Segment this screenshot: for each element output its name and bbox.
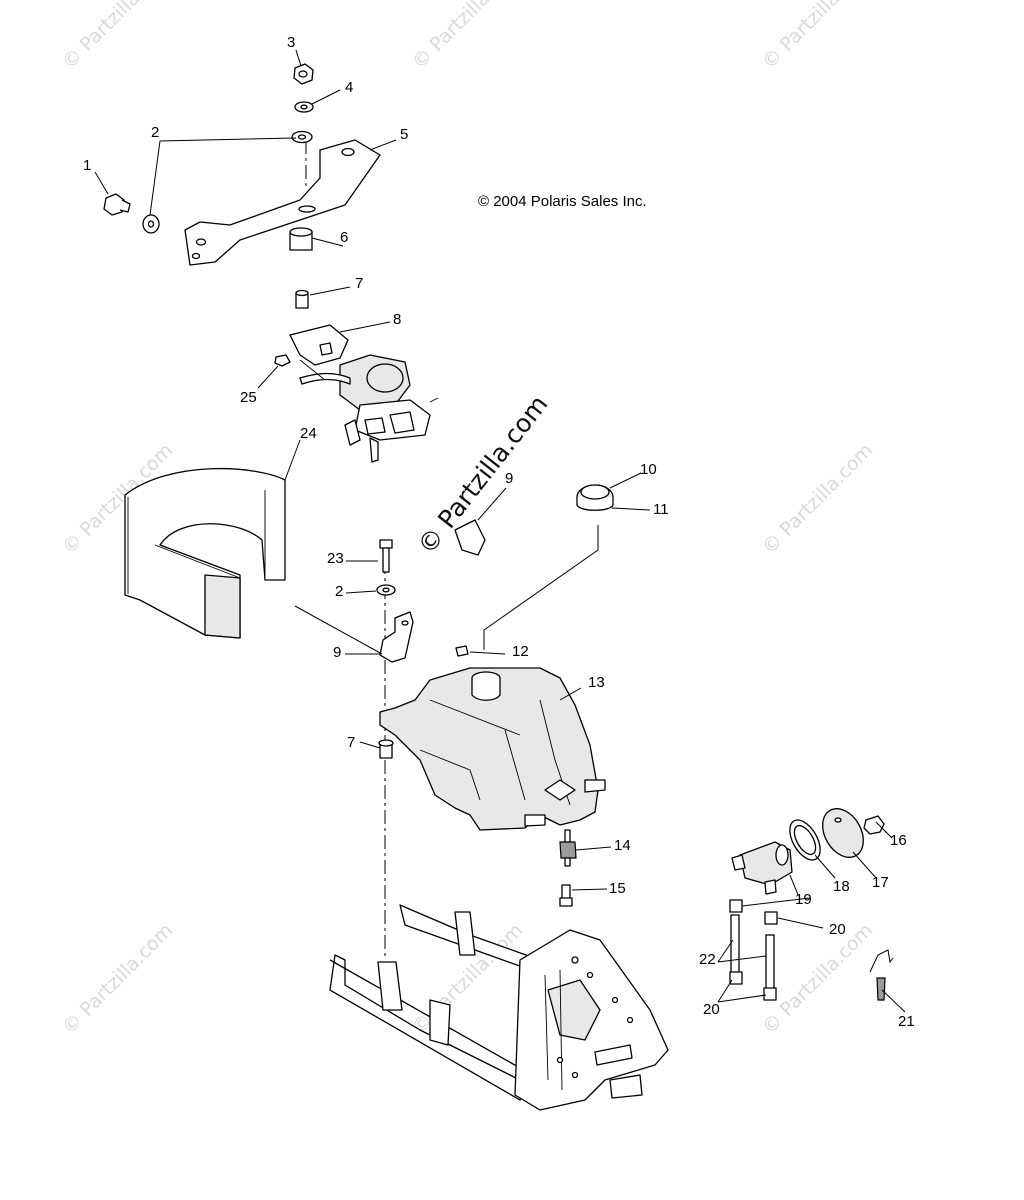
washer — [376, 584, 396, 596]
callout-number: 1 — [83, 157, 91, 174]
callout-number: 4 — [345, 79, 353, 96]
callout-number: 14 — [614, 837, 631, 854]
callout-number: 5 — [400, 126, 408, 143]
callout-number: 22 — [699, 951, 716, 968]
hose-caps-and-tubes — [729, 899, 778, 1001]
callout-number: 2 — [335, 583, 343, 600]
nut — [293, 63, 314, 85]
lock-washer — [294, 101, 314, 113]
callout-number: 16 — [890, 832, 907, 849]
gasket — [789, 819, 821, 861]
carburetor-assembly — [289, 324, 439, 463]
cap-reference-line — [483, 525, 599, 650]
callout-number: 21 — [898, 1013, 915, 1030]
callout-number: 7 — [347, 734, 355, 751]
callout-number: 20 — [703, 1001, 720, 1018]
washer — [142, 214, 160, 234]
watermark-tile: © Partzilla.com — [58, 0, 177, 74]
callout-number: 19 — [795, 891, 812, 908]
screw — [863, 815, 885, 835]
small-clip — [455, 645, 469, 657]
callout-number: 8 — [393, 311, 401, 328]
callout-number: 25 — [240, 389, 257, 406]
callout-number: 17 — [872, 874, 889, 891]
clip — [454, 519, 486, 556]
copyright-notice: © 2004 Polaris Sales Inc. — [478, 193, 647, 210]
callout-number: 20 — [829, 921, 846, 938]
callout-number: 3 — [287, 34, 295, 51]
callout-number: 12 — [512, 643, 529, 660]
bushing — [295, 289, 309, 309]
callout-number: 24 — [300, 425, 317, 442]
watermark-tile: © Partzilla.com — [758, 439, 877, 558]
washer — [291, 130, 313, 144]
fuel-pump — [731, 841, 793, 895]
wire-clip — [869, 949, 894, 1001]
callout-number: 6 — [340, 229, 348, 246]
callout-labels: 3 4 2 5 1 6 7 8 25 24 9 10 11 23 2 9 12 … — [83, 34, 915, 1030]
foam-seal-strip — [124, 467, 286, 639]
assembly-axis-line — [305, 140, 386, 960]
long-bolt — [379, 539, 393, 573]
bushing — [378, 739, 394, 759]
hose-fitting — [559, 884, 573, 907]
callout-number: 9 — [505, 470, 513, 487]
callout-number: 11 — [653, 501, 669, 518]
callout-number: 2 — [151, 124, 159, 141]
callout-number: 10 — [640, 461, 657, 478]
watermark-tile: © Partzilla.com — [408, 0, 527, 74]
callout-number: 9 — [333, 644, 341, 661]
bolt — [103, 193, 131, 216]
callout-number: 18 — [833, 878, 850, 895]
watermark-tile: © Partzilla.com — [58, 919, 177, 1038]
watermark-tile: © Partzilla.com — [758, 919, 877, 1038]
fuel-tank — [379, 667, 606, 831]
tank-bracket — [379, 611, 414, 663]
cover-plate — [822, 808, 864, 858]
mounting-bracket — [184, 139, 381, 266]
fuel-cap — [576, 484, 614, 511]
callout-number: 23 — [327, 550, 344, 567]
rubber-mount — [289, 227, 313, 251]
callout-number: 7 — [355, 275, 363, 292]
watermark-tile: © Partzilla.com — [758, 0, 877, 74]
chassis-frame — [329, 904, 669, 1111]
screw — [274, 354, 291, 367]
fuel-valve — [559, 829, 577, 867]
leader-lines — [94, 49, 906, 1013]
callout-number: 13 — [588, 674, 605, 691]
callout-number: 15 — [609, 880, 626, 897]
